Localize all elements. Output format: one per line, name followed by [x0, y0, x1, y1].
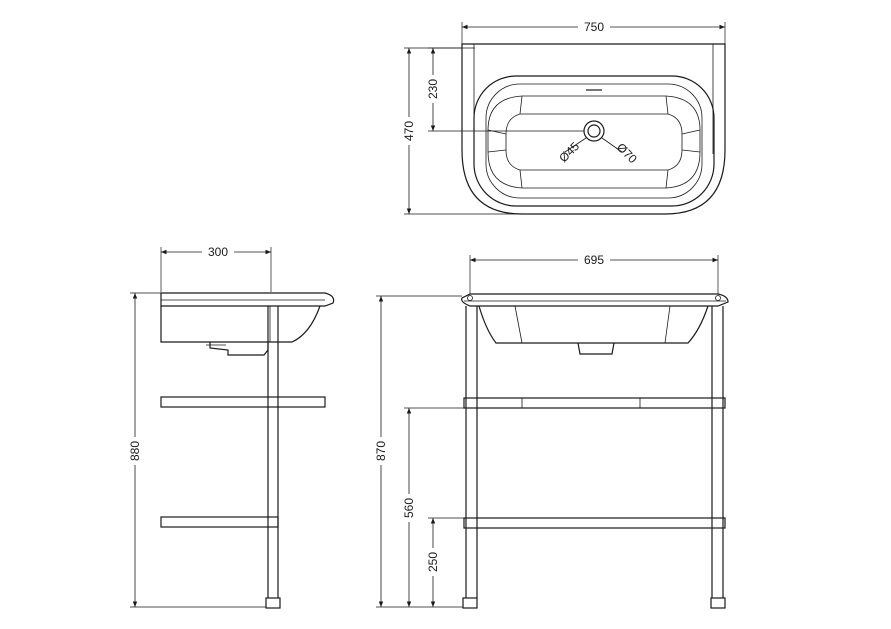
waste-inner-circle — [587, 124, 601, 138]
dim-470-label-bg — [402, 117, 416, 145]
front-basin-bowl — [478, 305, 709, 344]
front-basin-top — [461, 293, 729, 307]
side-leg — [267, 306, 279, 598]
side-view: 300 880 — [128, 244, 335, 609]
dim-top-width-label: 750 — [584, 20, 604, 34]
dim-750-label-bg — [578, 19, 610, 33]
dim-tap-offset-label: 230 — [426, 79, 440, 99]
waste-outer-circle — [583, 120, 605, 142]
front-right-leg — [711, 306, 724, 598]
dim-870-extension — [376, 295, 463, 608]
dim-side-height-label: 880 — [128, 441, 142, 461]
plan-view: 750 470 230 Ø45 Ø70 — [402, 19, 726, 215]
front-right-foot — [710, 597, 726, 609]
dim-overflow-diameter-label: Ø70 — [614, 140, 640, 166]
side-basin-top — [160, 292, 335, 307]
bowl-facet-lines — [487, 95, 701, 189]
dim-shelf-upper-label: 560 — [402, 498, 416, 518]
dim-250-label-bg — [426, 548, 440, 576]
waste-leader-lines — [564, 137, 623, 153]
front-shelf-lower — [463, 517, 726, 529]
basin-bowl-inner — [487, 95, 701, 189]
front-left-leg — [465, 306, 478, 598]
basin-bowl-floor — [505, 113, 683, 171]
dim-300-label-bg — [202, 244, 234, 258]
front-left-foot — [462, 597, 478, 609]
side-shelf-joint — [267, 397, 279, 407]
dim-870-label-bg — [374, 437, 388, 465]
dim-side-depth-label: 300 — [208, 245, 228, 259]
dim-230-label-bg — [426, 75, 440, 103]
front-bowl-facets — [514, 305, 671, 344]
front-shelf-upper-joints — [521, 398, 641, 408]
basin-bowl-outer — [485, 83, 703, 199]
side-shelf-upper — [160, 396, 326, 408]
dim-880-extension — [130, 292, 266, 608]
dim-560-label-bg — [402, 494, 416, 522]
front-waste-outlet — [577, 342, 615, 355]
dim-880-label-bg — [128, 437, 142, 465]
front-right-tap-hole — [715, 295, 721, 301]
basin-outer-outline — [461, 43, 726, 215]
dim-695-label-bg — [578, 252, 610, 266]
side-shelf-lower — [160, 516, 279, 528]
dim-front-height-label: 870 — [374, 441, 388, 461]
side-waste-trap — [209, 342, 269, 356]
dim-300-extension — [160, 247, 272, 292]
front-left-tap-hole — [467, 295, 473, 301]
side-leg-foot — [265, 597, 281, 609]
front-shelf-upper — [463, 397, 726, 409]
basin-rim — [473, 75, 715, 207]
dim-top-depth-label: 470 — [402, 121, 416, 141]
front-view: 695 870 560 250 — [374, 252, 729, 609]
dim-230-extension — [428, 47, 584, 132]
dim-front-width-label: 695 — [584, 253, 604, 267]
side-basin-bowl — [160, 305, 321, 343]
dim-shelf-lower-label: 250 — [426, 552, 440, 572]
